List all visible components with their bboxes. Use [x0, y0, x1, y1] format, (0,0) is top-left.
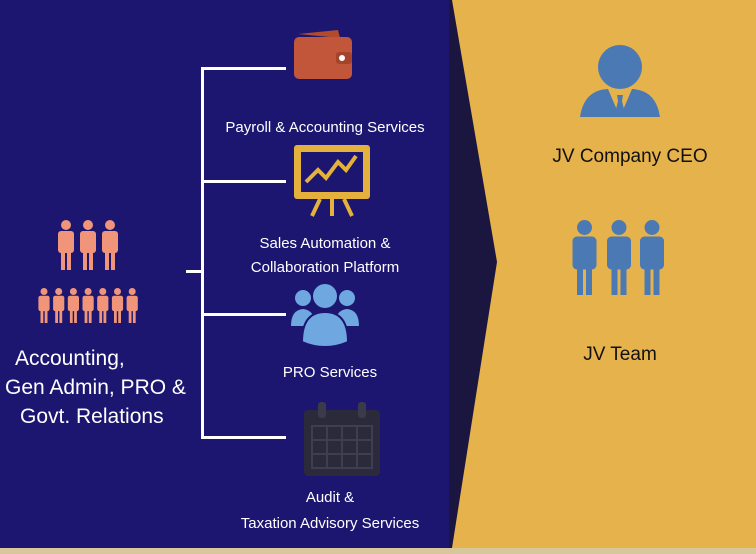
label-line: Gen Admin, PRO &	[5, 376, 186, 399]
people-group-icon	[38, 220, 138, 323]
service-label: Payroll & Accounting Services	[205, 117, 445, 139]
label-line: Audit &	[305, 489, 355, 506]
wallet-icon	[294, 30, 352, 79]
service-label: Sales Automation & Collaboration Platfor…	[205, 232, 445, 280]
connector-branch-1	[201, 67, 286, 70]
label-line: PRO Services	[282, 364, 378, 381]
label-line: Govt. Relations	[20, 405, 164, 428]
ceo-icon	[580, 45, 660, 117]
service-label: Audit & Taxation Advisory Services	[205, 485, 455, 537]
label-line: Accounting,	[15, 347, 125, 370]
connector-branch-4	[201, 436, 286, 439]
calendar-icon	[304, 402, 380, 476]
team-label: JV Team	[583, 344, 657, 365]
connector-branch-2	[201, 180, 286, 183]
label-line: Payroll & Accounting Services	[225, 119, 425, 136]
label-line: Collaboration Platform	[250, 259, 400, 276]
label-line: Taxation Advisory Services	[240, 515, 420, 532]
connector-stem	[186, 270, 203, 273]
label-line: Sales Automation &	[259, 235, 391, 252]
connector-branch-3	[201, 313, 286, 316]
presentation-chart-icon	[294, 145, 370, 217]
connector-vertical	[201, 67, 204, 439]
users-icon	[291, 284, 359, 348]
left-group-label: Accounting, Gen Admin, PRO & Govt. Relat…	[5, 344, 205, 431]
team-icon	[572, 220, 664, 295]
ceo-label: JV Company CEO	[552, 146, 708, 167]
service-label: PRO Services	[205, 362, 455, 384]
